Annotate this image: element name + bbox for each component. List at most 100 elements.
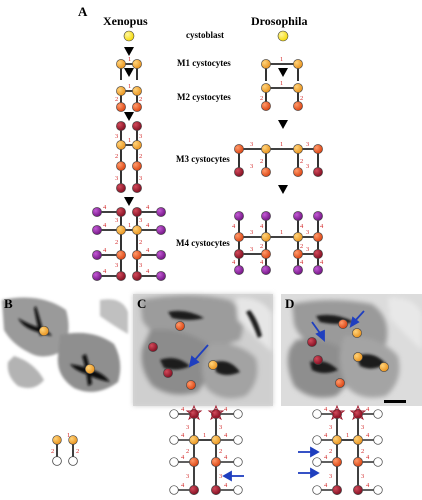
arrow-icon xyxy=(298,446,320,479)
panel-label-b: B xyxy=(4,296,13,311)
svg-text:2: 2 xyxy=(115,239,118,246)
svg-text:4: 4 xyxy=(103,222,107,229)
svg-text:1: 1 xyxy=(203,432,206,439)
svg-text:3: 3 xyxy=(115,262,118,269)
svg-text:3: 3 xyxy=(361,424,364,431)
panel-label-c: C xyxy=(137,296,147,311)
stage-label-m3: M3 cystocytes xyxy=(176,154,230,164)
svg-text:4: 4 xyxy=(224,406,228,413)
svg-text:2: 2 xyxy=(300,95,303,102)
svg-text:2: 2 xyxy=(115,153,118,160)
svg-text:3: 3 xyxy=(329,424,332,431)
svg-text:1: 1 xyxy=(128,137,131,144)
svg-text:1: 1 xyxy=(280,141,283,148)
svg-text:3: 3 xyxy=(139,175,142,182)
svg-text:1: 1 xyxy=(280,229,283,236)
panel-b-lineage: 1 2 2 xyxy=(51,432,79,466)
panel-label-a: A xyxy=(78,4,88,19)
svg-text:4: 4 xyxy=(103,204,107,211)
svg-text:3: 3 xyxy=(186,424,189,431)
svg-text:2: 2 xyxy=(300,158,303,165)
svg-text:1: 1 xyxy=(280,56,283,63)
svg-text:3: 3 xyxy=(139,217,142,224)
arrow-icon xyxy=(188,344,209,368)
division-order-numbers: 1 1 2 2 3 3 2 2 3 3 1 1 4 4 4 4 4 4 4 4 3 3 2 2 3 3 1… xyxy=(103,56,324,275)
svg-text:2: 2 xyxy=(115,96,118,103)
svg-text:3: 3 xyxy=(306,246,309,253)
drosophila-header: Drosophila xyxy=(251,14,308,28)
panel-d-micrograph xyxy=(281,294,422,406)
svg-text:4: 4 xyxy=(366,406,370,413)
xenopus-lineage xyxy=(97,63,161,277)
svg-text:3: 3 xyxy=(250,141,253,148)
svg-text:2: 2 xyxy=(186,448,189,455)
svg-text:3: 3 xyxy=(361,473,364,480)
svg-text:4: 4 xyxy=(181,432,185,439)
svg-text:4: 4 xyxy=(320,259,324,266)
stage-label-m4: M4 cystocytes xyxy=(176,238,230,248)
svg-text:4: 4 xyxy=(260,259,264,266)
svg-text:4: 4 xyxy=(146,268,150,275)
svg-text:3: 3 xyxy=(329,473,332,480)
svg-text:4: 4 xyxy=(366,454,370,461)
drosophila-lineage xyxy=(238,63,319,270)
svg-text:3: 3 xyxy=(219,473,222,480)
arrow-icon xyxy=(222,470,244,482)
svg-text:2: 2 xyxy=(329,448,332,455)
panel-a-schematic: 1 1 2 2 3 3 2 2 3 3 1 1 4 4 4 4 4 4 4 4 3 3 2 2 3 3 1… xyxy=(92,30,324,281)
svg-text:2: 2 xyxy=(76,448,79,455)
svg-text:3: 3 xyxy=(115,217,118,224)
stage-label-m2: M2 cystocytes xyxy=(177,92,231,102)
svg-text:4: 4 xyxy=(324,406,328,413)
svg-text:2: 2 xyxy=(260,243,263,250)
svg-text:4: 4 xyxy=(146,222,150,229)
svg-text:3: 3 xyxy=(186,473,189,480)
panel-label-d: D xyxy=(285,296,295,311)
svg-text:4: 4 xyxy=(366,432,370,439)
svg-text:4: 4 xyxy=(324,482,328,489)
svg-text:4: 4 xyxy=(224,482,228,489)
svg-text:4: 4 xyxy=(300,259,304,266)
svg-text:2: 2 xyxy=(361,448,364,455)
svg-text:4: 4 xyxy=(224,454,228,461)
svg-text:4: 4 xyxy=(260,223,264,230)
svg-text:2: 2 xyxy=(300,243,303,250)
svg-text:2: 2 xyxy=(139,153,142,160)
panel-b-micrograph xyxy=(0,294,128,402)
svg-text:4: 4 xyxy=(181,406,185,413)
svg-text:3: 3 xyxy=(306,141,309,148)
svg-text:4: 4 xyxy=(324,454,328,461)
svg-text:4: 4 xyxy=(103,268,107,275)
svg-text:3: 3 xyxy=(250,246,253,253)
svg-text:1: 1 xyxy=(346,432,349,439)
svg-text:2: 2 xyxy=(260,95,263,102)
scale-bar xyxy=(384,400,406,403)
svg-text:4: 4 xyxy=(181,454,185,461)
svg-text:4: 4 xyxy=(232,259,236,266)
svg-text:4: 4 xyxy=(366,482,370,489)
svg-text:3: 3 xyxy=(250,229,253,236)
xenopus-header: Xenopus xyxy=(103,14,148,28)
svg-text:3: 3 xyxy=(139,262,142,269)
svg-text:1: 1 xyxy=(128,83,131,90)
svg-text:4: 4 xyxy=(146,204,150,211)
svg-text:2: 2 xyxy=(139,96,142,103)
svg-text:4: 4 xyxy=(103,247,107,254)
svg-text:3: 3 xyxy=(139,133,142,140)
svg-text:2: 2 xyxy=(260,158,263,165)
svg-text:4: 4 xyxy=(146,247,150,254)
svg-text:2: 2 xyxy=(219,448,222,455)
svg-text:3: 3 xyxy=(306,163,309,170)
svg-text:4: 4 xyxy=(320,223,324,230)
svg-text:4: 4 xyxy=(224,432,228,439)
svg-text:2: 2 xyxy=(51,448,54,455)
svg-text:2: 2 xyxy=(139,239,142,246)
svg-text:3: 3 xyxy=(115,175,118,182)
svg-text:3: 3 xyxy=(250,163,253,170)
panel-c-micrograph xyxy=(133,294,273,406)
svg-text:4: 4 xyxy=(232,223,236,230)
svg-text:3: 3 xyxy=(219,424,222,431)
